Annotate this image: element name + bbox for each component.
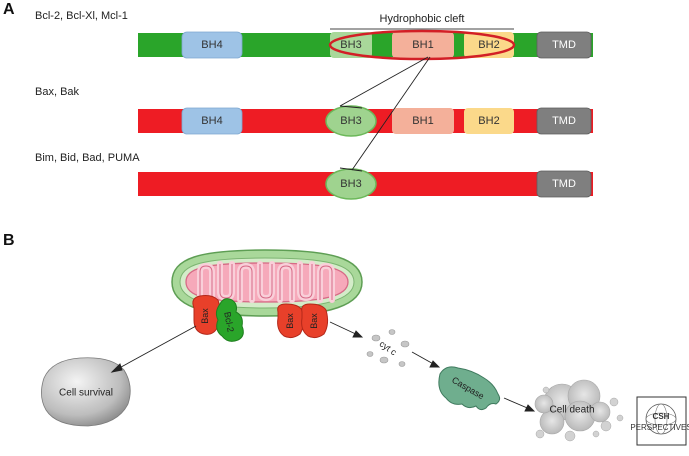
arrows — [110, 321, 536, 412]
panel-a-letter: A — [3, 1, 15, 18]
svg-text:BH1: BH1 — [412, 39, 433, 51]
svg-text:BH3: BH3 — [340, 115, 361, 127]
bcl2-protein: Bcl-2 — [215, 298, 244, 342]
cytc-label: cyt c — [378, 339, 399, 358]
cell-survival: Cell survival — [41, 357, 131, 427]
csh-perspectives-logo: CSH PERSPECTIVES — [630, 396, 689, 446]
svg-text:BH2: BH2 — [478, 39, 499, 51]
domain-bh4-row2: BH4 — [181, 107, 243, 135]
svg-text:TMD: TMD — [552, 178, 576, 190]
domain-bh1-row1: BH1 — [392, 32, 454, 58]
svg-text:Bax: Bax — [200, 308, 210, 324]
svg-text:BH2: BH2 — [478, 115, 499, 127]
domain-tmd-row3: TMD — [536, 170, 592, 198]
svg-text:BH1: BH1 — [412, 115, 433, 127]
svg-text:Cell survival: Cell survival — [59, 388, 113, 399]
svg-text:TMD: TMD — [552, 39, 576, 51]
row-label-antiapoptotic: Bcl-2, Bcl-Xl, Mcl-1 — [35, 10, 128, 22]
svg-text:CSH: CSH — [653, 412, 670, 421]
svg-text:PERSPECTIVES: PERSPECTIVES — [630, 423, 689, 432]
svg-text:Bcl-2: Bcl-2 — [222, 311, 235, 333]
svg-text:TMD: TMD — [552, 115, 576, 127]
svg-text:Bax: Bax — [309, 313, 319, 329]
bh3-tick-row2 — [339, 105, 363, 109]
caspase-protein: Caspase — [438, 366, 501, 411]
bax-protein-left: Bax — [192, 295, 221, 335]
cytochrome-c — [366, 329, 410, 367]
bh3-tick-row3 — [339, 167, 363, 172]
domain-bh2-row2: BH2 — [464, 108, 514, 134]
cleft-label: Hydrophobic cleft — [380, 13, 465, 25]
domain-bh3-row3: BH3 — [325, 168, 377, 200]
svg-text:BH4: BH4 — [201, 115, 222, 127]
cleft-ellipse — [328, 29, 516, 61]
domain-bh4-row1: BH4 — [181, 31, 243, 59]
svg-text:Bax: Bax — [285, 313, 295, 329]
binding-line-bh3-only — [351, 56, 431, 171]
binding-line-bax — [339, 56, 429, 107]
row-label-bh3-only: Bim, Bid, Bad, PUMA — [35, 152, 140, 164]
domain-tmd-row2: TMD — [536, 107, 592, 135]
row-label-effectors: Bax, Bak — [35, 86, 80, 98]
panel-b-letter: B — [3, 232, 15, 249]
bax-dimer: Bax Bax — [277, 303, 329, 339]
domain-bh1-row2: BH1 — [392, 108, 454, 134]
svg-text:BH3: BH3 — [340, 39, 361, 51]
mitochondrion — [171, 249, 363, 317]
svg-text:BH4: BH4 — [201, 39, 222, 51]
svg-text:Cell death: Cell death — [549, 405, 594, 416]
domain-tmd-row1: TMD — [536, 31, 592, 59]
svg-text:BH3: BH3 — [340, 178, 361, 190]
domain-bh3-row2: BH3 — [325, 105, 377, 137]
cell-death: Cell death — [534, 379, 624, 442]
